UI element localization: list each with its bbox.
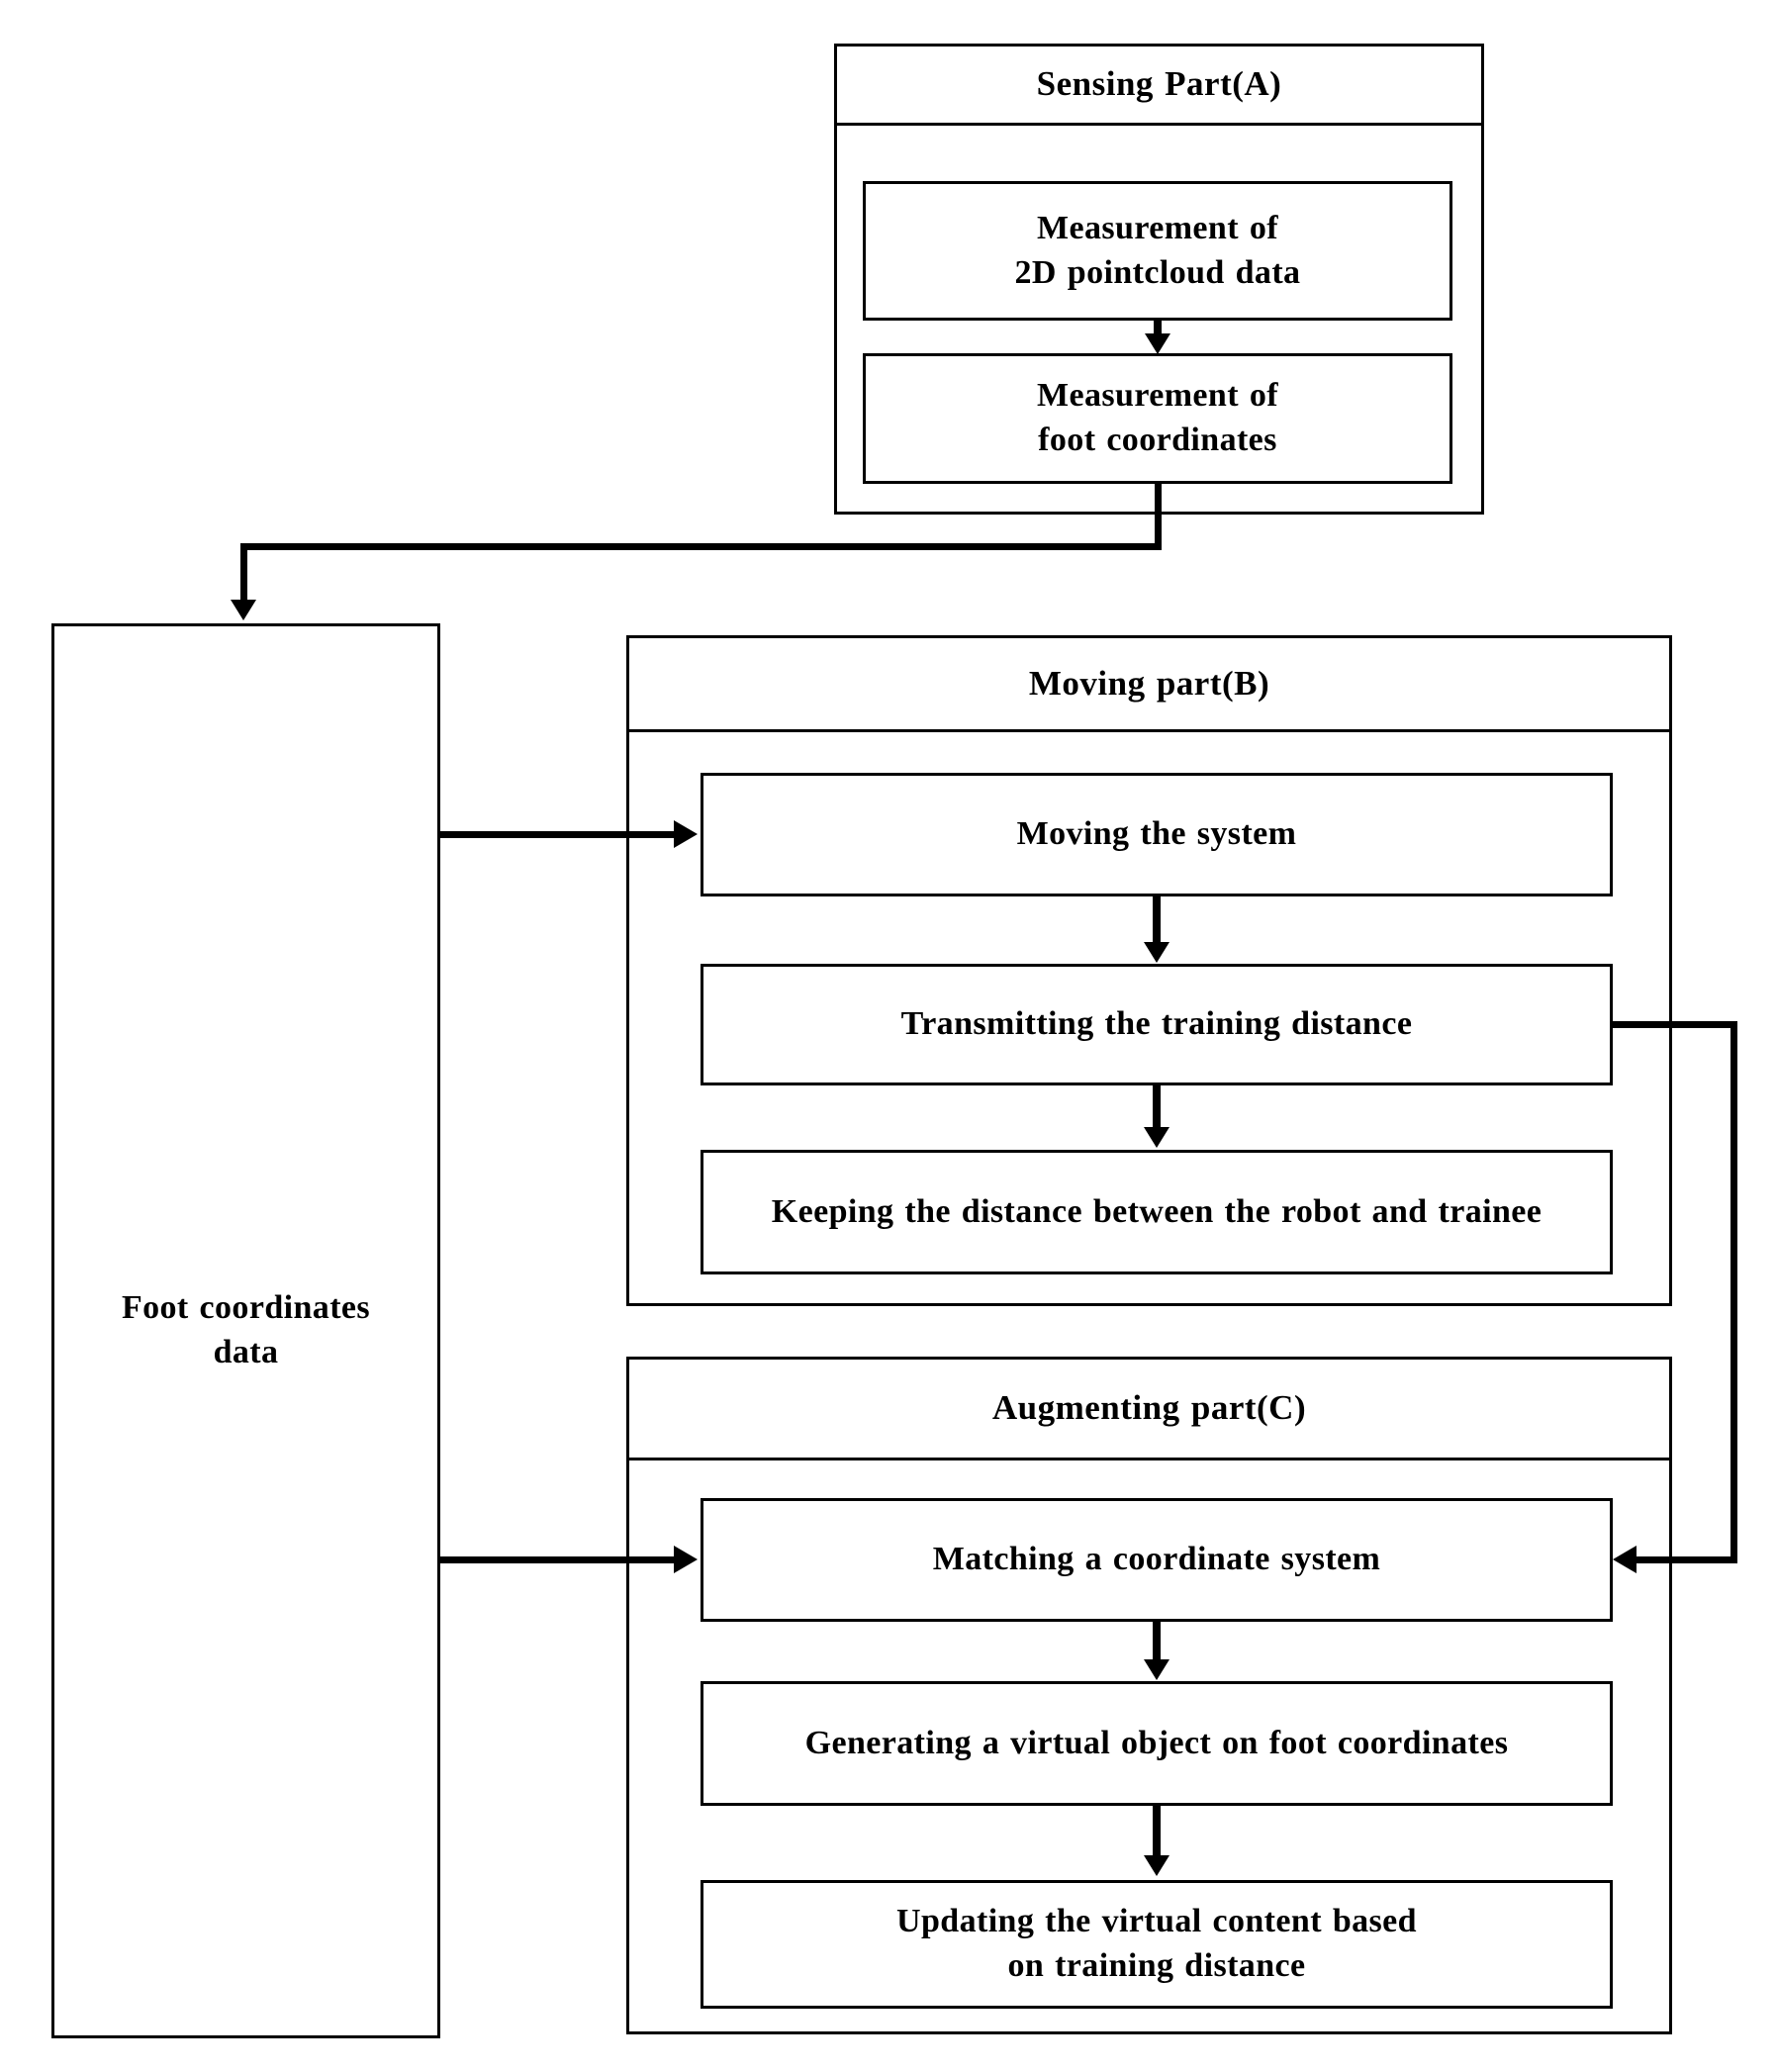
keeping-distance-label: Keeping the distance between the robot a…	[771, 1192, 1543, 1230]
connector-sensing-to-foot-vertical1	[1155, 484, 1162, 550]
augmenting-part-title: Augmenting part(C)	[991, 1388, 1307, 1428]
moving-part-title: Moving part(B)	[1028, 663, 1270, 703]
transmitting-training-distance-label: Transmitting the training distance	[900, 1005, 1413, 1043]
arrow-moving-to-transmitting-head	[1144, 942, 1169, 963]
sensing-part-title: Sensing Part(A)	[1036, 64, 1282, 104]
augmenting-part-header: Augmenting part(C)	[629, 1360, 1669, 1460]
connector-transmitting-to-matching-vertical	[1730, 1021, 1737, 1563]
arrow-generating-to-updating-shaft	[1153, 1806, 1161, 1857]
arrow-matching-to-generating-shaft	[1153, 1622, 1161, 1661]
connector-sensing-to-foot-vertical2	[240, 543, 247, 602]
arrow-foot-to-matching-shaft	[440, 1556, 675, 1563]
sensing-part-box: Sensing Part(A) Measurement of 2D pointc…	[834, 44, 1484, 515]
connector-sensing-to-foot-arrowhead	[231, 600, 256, 620]
generating-virtual-object-label: Generating a virtual object on foot coor…	[804, 1724, 1509, 1761]
keeping-distance-box: Keeping the distance between the robot a…	[701, 1150, 1613, 1274]
transmitting-training-distance-box: Transmitting the training distance	[701, 964, 1613, 1085]
moving-part-box: Moving part(B) Moving the system Transmi…	[626, 635, 1672, 1306]
arrow-transmitting-to-keeping-shaft	[1153, 1085, 1161, 1129]
matching-coordinate-system-label: Matching a coordinate system	[932, 1541, 1381, 1578]
foot-coordinates-data-box: Foot coordinates data	[51, 623, 440, 2038]
foot-coordinates-data-label: Foot coordinates data	[121, 1289, 371, 1370]
matching-coordinate-system-box: Matching a coordinate system	[701, 1498, 1613, 1622]
augmenting-part-box: Augmenting part(C) Matching a coordinate…	[626, 1357, 1672, 2034]
updating-virtual-content-label: Updating the virtual content based on tr…	[896, 1903, 1417, 1984]
updating-virtual-content-box: Updating the virtual content based on tr…	[701, 1880, 1613, 2009]
arrow-pointcloud-to-footcoords-head	[1145, 333, 1170, 354]
arrow-pointcloud-to-footcoords-shaft	[1154, 321, 1162, 336]
generating-virtual-object-box: Generating a virtual object on foot coor…	[701, 1681, 1613, 1806]
connector-transmitting-to-matching-horizontal-in	[1635, 1556, 1737, 1563]
moving-part-header: Moving part(B)	[629, 638, 1669, 732]
moving-the-system-box: Moving the system	[701, 773, 1613, 896]
connector-transmitting-to-matching-arrowhead	[1613, 1546, 1637, 1573]
arrow-moving-to-transmitting-shaft	[1153, 896, 1161, 944]
measurement-2d-pointcloud-label: Measurement of 2D pointcloud data	[1014, 209, 1301, 291]
arrow-generating-to-updating-head	[1144, 1855, 1169, 1876]
arrow-foot-to-matching-head	[674, 1546, 698, 1573]
connector-transmitting-to-matching-horizontal-out	[1613, 1021, 1737, 1028]
arrow-foot-to-moving-shaft	[440, 831, 675, 838]
connector-sensing-to-foot-horizontal	[240, 543, 1162, 550]
arrow-foot-to-moving-head	[674, 820, 698, 848]
measurement-foot-coordinates-label: Measurement of foot coordinates	[1037, 377, 1278, 458]
measurement-foot-coordinates-box: Measurement of foot coordinates	[863, 353, 1452, 484]
sensing-part-header: Sensing Part(A)	[837, 47, 1481, 126]
moving-the-system-label: Moving the system	[1016, 815, 1297, 853]
measurement-2d-pointcloud-box: Measurement of 2D pointcloud data	[863, 181, 1452, 321]
arrow-matching-to-generating-head	[1144, 1659, 1169, 1680]
arrow-transmitting-to-keeping-head	[1144, 1127, 1169, 1148]
